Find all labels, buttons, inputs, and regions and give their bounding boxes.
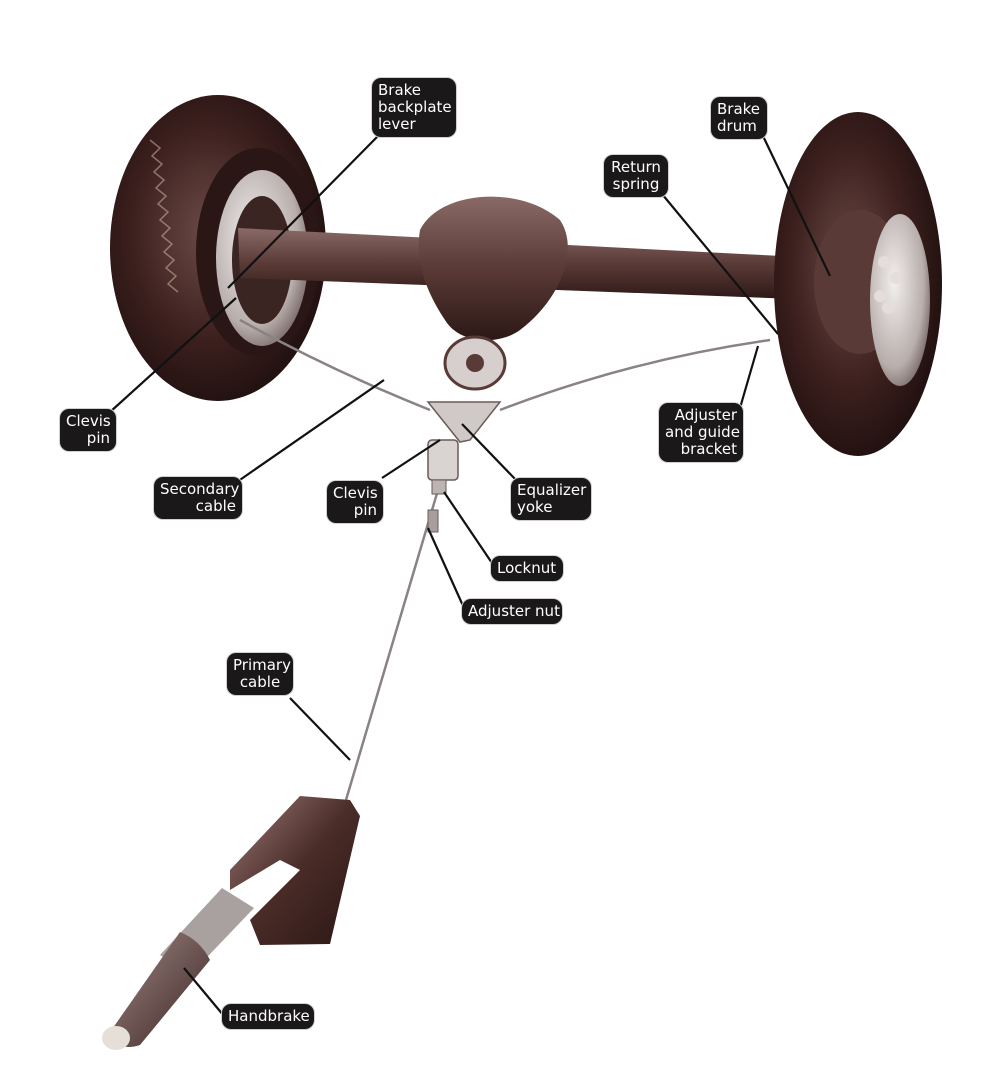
leader-clevis-pin-center — [381, 439, 441, 479]
label-line: Adjuster nut — [468, 602, 560, 620]
label-line: Handbrake — [228, 1007, 310, 1025]
label-line: Clevis — [333, 484, 378, 502]
cables — [239, 318, 771, 801]
label-line: Secondary — [160, 480, 240, 498]
label-line: Brake — [717, 100, 761, 118]
secondary-cable-right — [499, 338, 771, 412]
leader-brake-backplate-lever — [227, 135, 379, 289]
handbrake-shape — [102, 796, 360, 1050]
leader-adjuster-nut — [426, 527, 466, 609]
label-line: Equalizer — [517, 481, 587, 499]
label-line: bracket — [680, 440, 737, 458]
leader-primary-cable — [289, 697, 351, 761]
right-wheel — [774, 112, 942, 456]
label-line: and guide — [665, 423, 740, 441]
label-line: lever — [378, 115, 416, 133]
leader-lines — [109, 135, 831, 1017]
label-secondary-cable: Secondary cable — [154, 477, 242, 519]
label-adjuster-guide-bracket: Adjuster and guide bracket — [659, 403, 743, 462]
equalizer-yoke-shape — [426, 401, 502, 533]
primary-cable — [344, 489, 440, 801]
label-line: spring — [612, 175, 660, 193]
leader-brake-drum — [762, 135, 831, 277]
label-adjuster-nut: Adjuster nut — [462, 599, 562, 624]
label-brake-drum: Brake drum — [711, 97, 767, 139]
label-line: pin — [353, 501, 377, 519]
leader-adjuster-guide-bracket — [738, 345, 760, 409]
label-line: Clevis — [66, 412, 111, 430]
secondary-cable-left — [239, 318, 431, 412]
label-line: yoke — [517, 498, 553, 516]
label-primary-cable: Primary cable — [227, 653, 293, 695]
leader-equalizer-yoke — [461, 423, 517, 481]
label-brake-backplate-lever: Brake backplate lever — [372, 78, 456, 137]
label-return-spring: Return spring — [604, 155, 668, 197]
label-line: Primary — [233, 656, 291, 674]
leader-locknut — [443, 491, 495, 567]
label-line: Return — [611, 158, 661, 176]
label-line: backplate — [378, 98, 452, 116]
label-locknut: Locknut — [491, 556, 563, 581]
label-clevis-pin-left: Clevis pin — [60, 409, 116, 451]
label-line: cable — [195, 497, 236, 515]
leader-clevis-pin-left — [109, 297, 237, 413]
label-line: pin — [86, 429, 110, 447]
label-clevis-pin-center: Clevis pin — [327, 481, 383, 523]
label-line: Locknut — [497, 559, 557, 577]
label-line: drum — [717, 117, 757, 135]
leader-return-spring — [661, 193, 779, 335]
label-handbrake: Handbrake — [222, 1004, 314, 1029]
axle-housing — [238, 196, 822, 391]
label-line: Adjuster — [674, 406, 737, 424]
label-equalizer-yoke: Equalizer yoke — [511, 478, 591, 520]
leader-secondary-cable — [233, 379, 385, 485]
label-line: cable — [239, 673, 281, 691]
leader-handbrake — [183, 967, 225, 1017]
label-line: Brake — [378, 81, 422, 99]
